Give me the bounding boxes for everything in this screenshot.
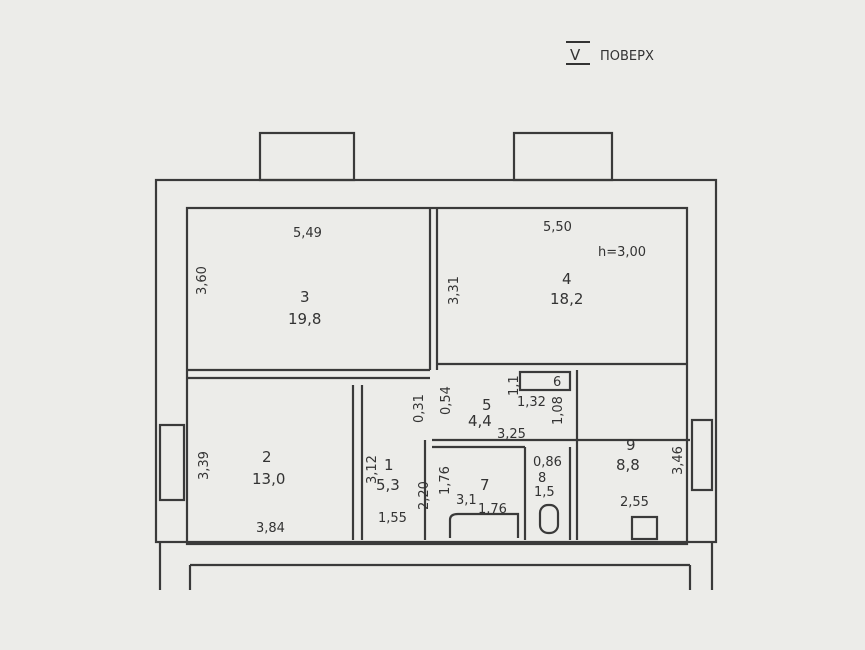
room-labels: 1 5,3 2 13,0 3 19,8 4 18,2 5 4,4 6 7 3,1…: [252, 270, 640, 508]
title: V ПОВЕРХ: [566, 41, 654, 65]
floor-number: V: [570, 46, 581, 64]
room-8-number: 8: [538, 471, 546, 486]
ceiling-height: h=3,00: [598, 245, 646, 260]
room-1-area: 5,3: [376, 476, 400, 494]
room-3-number: 3: [300, 288, 310, 306]
room-7-area: 3,1: [456, 493, 477, 508]
room-3-area: 19,8: [288, 310, 321, 328]
dimension: 1,08: [551, 396, 566, 425]
walls: [154, 131, 718, 590]
room-9-number: 9: [626, 436, 636, 454]
dimension: 1,1: [507, 375, 522, 396]
room-7-number: 7: [480, 476, 490, 494]
dimension: 3,46: [671, 446, 686, 475]
floor-label: ПОВЕРХ: [600, 49, 654, 64]
room-4-number: 4: [562, 270, 572, 288]
dimension: 3,84: [256, 521, 285, 536]
room-2-area: 13,0: [252, 470, 285, 488]
dimension: 1,76: [478, 502, 507, 517]
dimension: 3,60: [195, 266, 210, 295]
dimension: 2,55: [620, 495, 649, 510]
room-2-number: 2: [262, 448, 272, 466]
room-5-number: 5: [482, 396, 492, 414]
dimension: 0,31: [412, 394, 427, 423]
dimension: 0,86: [533, 455, 562, 470]
dimension: 1,32: [517, 395, 546, 410]
dimension: 0,54: [439, 386, 454, 415]
dimension: 2,20: [417, 481, 432, 510]
dimension: 3,39: [197, 451, 212, 480]
dimension: 3,31: [447, 276, 462, 305]
room-5-area: 4,4: [468, 412, 492, 430]
dimension: 3,25: [497, 427, 526, 442]
room-9-area: 8,8: [616, 456, 640, 474]
dimension: 3,12: [365, 455, 380, 484]
dimension: 5,50: [543, 220, 572, 235]
room-1-number: 1: [384, 456, 394, 474]
room-6-number: 6: [553, 375, 561, 390]
dimension: 5,49: [293, 226, 322, 241]
room-4-area: 18,2: [550, 290, 583, 308]
dimension: 1,55: [378, 511, 407, 526]
dimension: 1,76: [438, 466, 453, 495]
room-8-area: 1,5: [534, 485, 555, 500]
dimensions: 5,49 5,50 3,60 3,31 3,39 3,84 3,12 1,55 …: [195, 220, 686, 536]
